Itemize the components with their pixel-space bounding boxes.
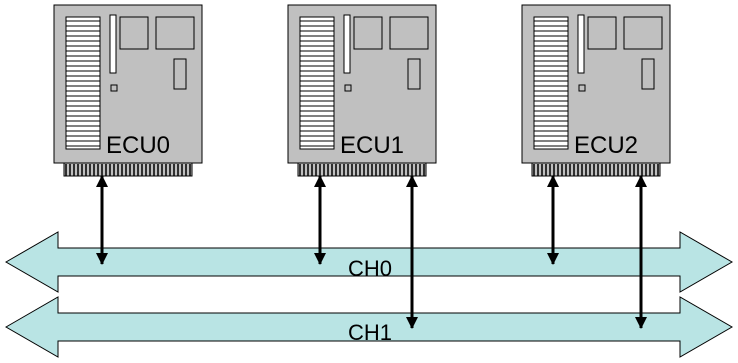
ecu-component-chip — [353, 16, 383, 50]
ecu-heatsink — [533, 16, 569, 150]
ecu-component-relay — [407, 58, 421, 90]
ecu-component-small — [578, 84, 586, 92]
bus-ch0-arrow — [4, 231, 734, 293]
bus-ch0: CH0 — [4, 231, 734, 293]
connector-strip — [531, 162, 661, 177]
connector-strip — [297, 162, 427, 177]
connector-strip — [63, 162, 193, 177]
ecu-heatsink — [65, 16, 101, 150]
ecu1: ECU1 — [287, 4, 437, 177]
ecu-component-module — [155, 16, 195, 50]
ecu-component-module — [389, 16, 429, 50]
ecu-connector-pins — [531, 162, 661, 177]
ecu-component-relay — [641, 58, 655, 90]
heatsink-frame — [65, 16, 101, 150]
ecu-component-slot — [109, 14, 117, 74]
bus-ch1: CH1 — [4, 296, 734, 358]
ecu-component-module — [623, 16, 663, 50]
ecu-component-slot — [343, 14, 351, 74]
ecu-component-small — [110, 84, 118, 92]
heatsink-frame — [299, 16, 335, 150]
bus-ch0-label: CH0 — [348, 256, 392, 281]
ecu0-label: ECU0 — [106, 132, 170, 159]
ecu-heatsink — [299, 16, 335, 150]
ecu2-label: ECU2 — [574, 132, 638, 159]
heatsink-frame — [533, 16, 569, 150]
ecu-component-chip — [587, 16, 617, 50]
ecu-connector-pins — [63, 162, 193, 177]
ecu-component-relay — [173, 58, 187, 90]
ecu-component-chip — [119, 16, 149, 50]
bus-ch1-arrow — [4, 296, 734, 358]
ecu-component-small — [344, 84, 352, 92]
ecu-component-slot — [577, 14, 585, 74]
ecu0: ECU0 — [53, 4, 203, 177]
bus-ch1-label: CH1 — [348, 320, 392, 345]
ecu-connector-pins — [297, 162, 427, 177]
connection-arrows — [96, 175, 647, 329]
ecu1-label: ECU1 — [340, 132, 404, 159]
ecu2: ECU2 — [521, 4, 671, 177]
